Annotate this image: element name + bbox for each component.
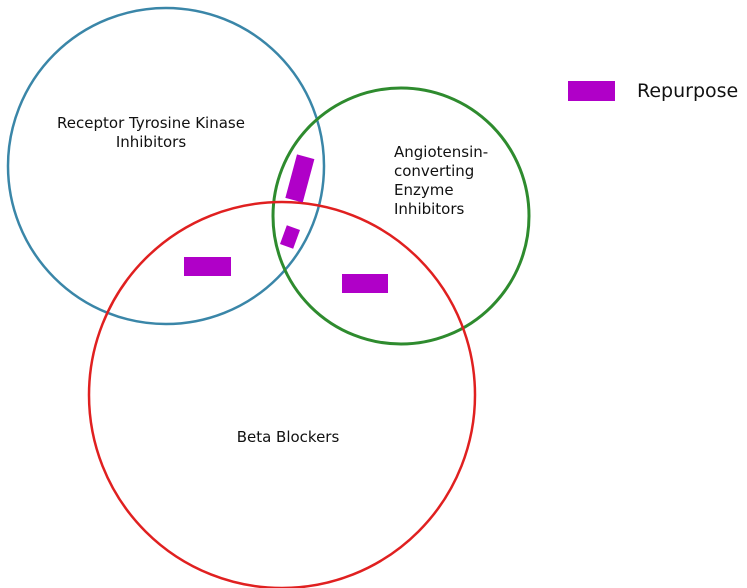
rtk-inhibitors-label: Receptor Tyrosine Kinase Inhibitors	[40, 114, 262, 152]
ace-label-line-4: Inhibitors	[394, 200, 465, 218]
ace-label-line-2: converting	[394, 162, 475, 180]
ace-label-line-3: Enzyme	[394, 181, 454, 199]
ace-label-line-1: Angiotensin-	[394, 143, 489, 161]
legend-swatch-repurpose	[568, 81, 615, 101]
circle-receptor-tyrosine-kinase-inhibitors	[6, 6, 326, 326]
legend-label-repurpose: Repurpose	[637, 80, 739, 102]
beta-label-line-1: Beta Blockers	[236, 428, 340, 446]
circle-beta-blockers	[87, 200, 477, 588]
repurpose-marker-rtk-beta	[184, 257, 231, 276]
rtk-label-line-2: Inhibitors	[115, 133, 187, 151]
legend: Repurpose	[568, 80, 738, 102]
repurpose-marker-all-three	[280, 225, 300, 249]
beta-blockers-label: Beta Blockers	[188, 428, 388, 447]
rtk-label-line-1: Receptor Tyrosine Kinase	[57, 114, 245, 132]
repurpose-marker-ace-beta	[342, 274, 388, 293]
ace-inhibitors-label: Angiotensin- converting Enzyme Inhibitor…	[394, 143, 514, 219]
circle-ace-inhibitors	[271, 86, 531, 346]
repurpose-marker-rtk-ace	[285, 154, 315, 203]
